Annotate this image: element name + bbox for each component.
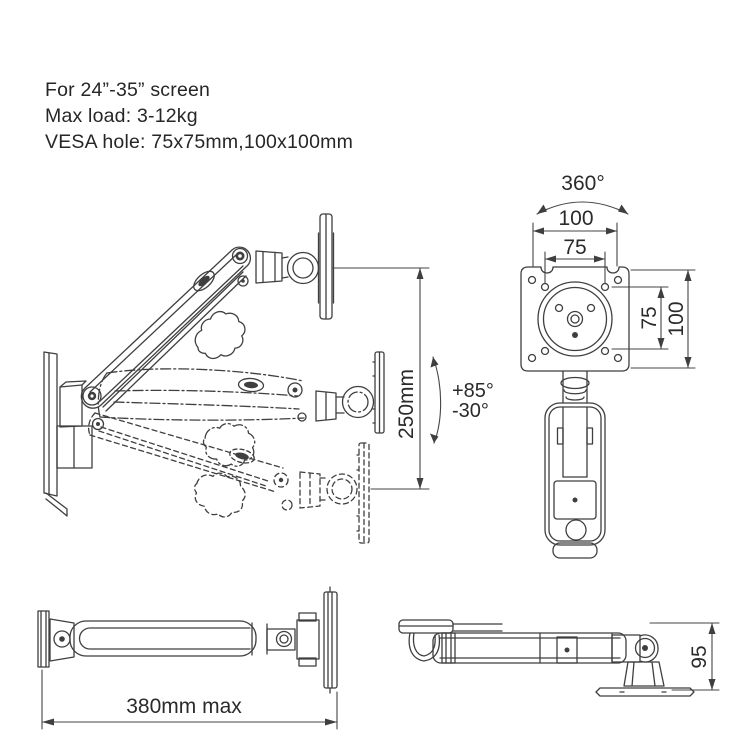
- arm-level-position: [97, 351, 385, 469]
- vesa-plate-lowered: [356, 442, 370, 544]
- vesa-plate-edge-top-view: [323, 586, 338, 694]
- spec-max-load: Max load: 3-12kg: [45, 105, 198, 127]
- side-elevation-view: [43, 213, 442, 544]
- vesa-inner-height-label: 75: [638, 306, 661, 330]
- dim-95: [649, 622, 720, 691]
- arm-folded: [432, 623, 627, 664]
- arm-front-view: [544, 370, 606, 559]
- arm-top-view: [69, 612, 320, 667]
- top-view-extended: [37, 586, 338, 730]
- rotation-360-label: 360°: [561, 172, 605, 195]
- max-reach-label: 380mm max: [126, 695, 242, 718]
- vesa-plate-level: [372, 351, 385, 434]
- vesa-plate-raised: [317, 213, 335, 320]
- swivel-arc-arrow: [536, 201, 629, 215]
- spec-vesa-hole: VESA hole: 75x75mm,100x100mm: [45, 131, 354, 153]
- dim-250mm: [332, 267, 430, 490]
- vesa-outer-width-label: 100: [558, 207, 594, 230]
- arm-lowered-position: [88, 412, 370, 544]
- folded-depth-label: 95: [688, 645, 711, 669]
- tilt-up-label: +85°: [452, 380, 494, 402]
- wall-joint-folded: [595, 634, 695, 697]
- main-pivot-joint: [82, 386, 105, 431]
- tilt-down-label: -30°: [452, 400, 489, 422]
- spec-screen-size: For 24”-35” screen: [45, 79, 211, 101]
- wall-plate: [43, 351, 68, 517]
- spec-text-block: For 24”-35” screen Max load: 3-12kg VESA…: [45, 77, 353, 155]
- vesa-outer-height-label: 100: [665, 301, 688, 337]
- dim-100-width: [532, 222, 618, 267]
- lift-range-label: 250mm: [395, 368, 418, 440]
- vesa-plate-folded: [398, 619, 456, 664]
- vesa-plate-front: [520, 266, 630, 372]
- dim-380mm: [41, 669, 338, 730]
- wall-plate-top-view: [37, 610, 75, 668]
- front-view: [520, 201, 696, 559]
- side-view-folded: [398, 619, 720, 697]
- wall-bracket: [56, 380, 93, 469]
- dim-75-height: [611, 286, 669, 350]
- tilt-arc-arrow: [430, 356, 442, 444]
- vesa-inner-width-label: 75: [563, 236, 587, 259]
- dim-100-height: [630, 269, 696, 369]
- arm-raised-position: [80, 246, 320, 412]
